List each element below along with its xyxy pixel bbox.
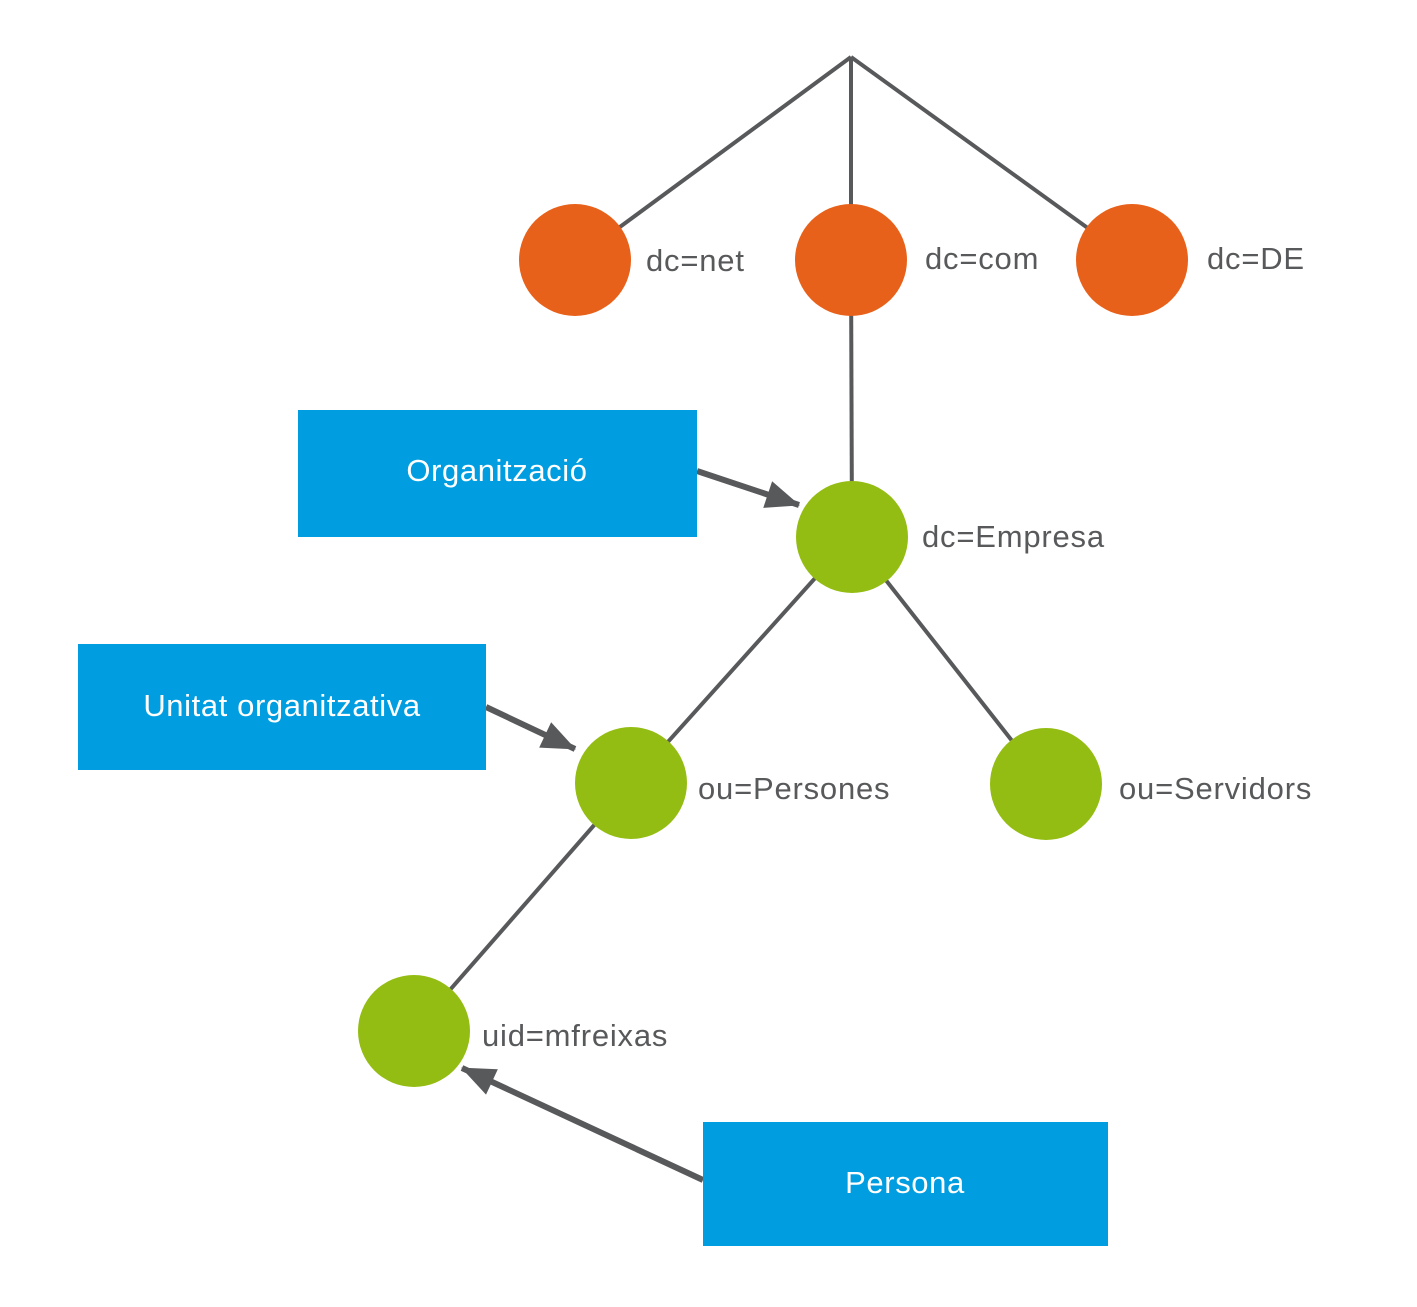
annotation-organitzacio-box xyxy=(298,410,697,537)
arrow-unitat-to-oupersones xyxy=(484,704,577,752)
annotation-unitat-label: Unitat organitzativa xyxy=(143,688,421,723)
annotation-persona-box xyxy=(703,1122,1108,1246)
node-uid-mfreixas-circle xyxy=(358,975,470,1087)
node-dc-empresa-label: dc=Empresa xyxy=(922,519,1105,554)
annotation-unitat-box xyxy=(78,644,486,770)
node-dc-com-label: dc=com xyxy=(925,241,1039,276)
arrow-organitzacio-to-dcempresa xyxy=(696,468,800,508)
arrow-persona-to-uidmfreixas xyxy=(460,1065,705,1183)
annotation-persona-label: Persona xyxy=(845,1165,965,1200)
edge-root-dcde xyxy=(849,55,1134,262)
edge-root-dcnet xyxy=(573,55,853,262)
node-ou-persones-label: ou=Persones xyxy=(698,771,890,806)
node-dc-empresa-circle xyxy=(796,481,908,593)
annotation-organitzacio-label: Organització xyxy=(406,453,587,488)
node-dc-de-label: dc=DE xyxy=(1207,241,1305,276)
node-labels: dc=net dc=com dc=DE dc=Empresa ou=Person… xyxy=(482,241,1312,1053)
node-ou-servidors-circle xyxy=(990,728,1102,840)
node-dc-com-circle xyxy=(795,204,907,316)
entry-nodes xyxy=(358,481,1102,1087)
node-dc-de-circle xyxy=(1076,204,1188,316)
domain-nodes xyxy=(519,204,1188,316)
node-uid-mfreixas-label: uid=mfreixas xyxy=(482,1018,668,1053)
annotation-boxes: Organització Unitat organitzativa Person… xyxy=(78,410,1108,1246)
node-dc-net-label: dc=net xyxy=(646,243,745,278)
node-dc-net-circle xyxy=(519,204,631,316)
annotation-arrows xyxy=(460,468,800,1183)
node-ou-persones-circle xyxy=(575,727,687,839)
node-ou-servidors-label: ou=Servidors xyxy=(1119,771,1312,806)
